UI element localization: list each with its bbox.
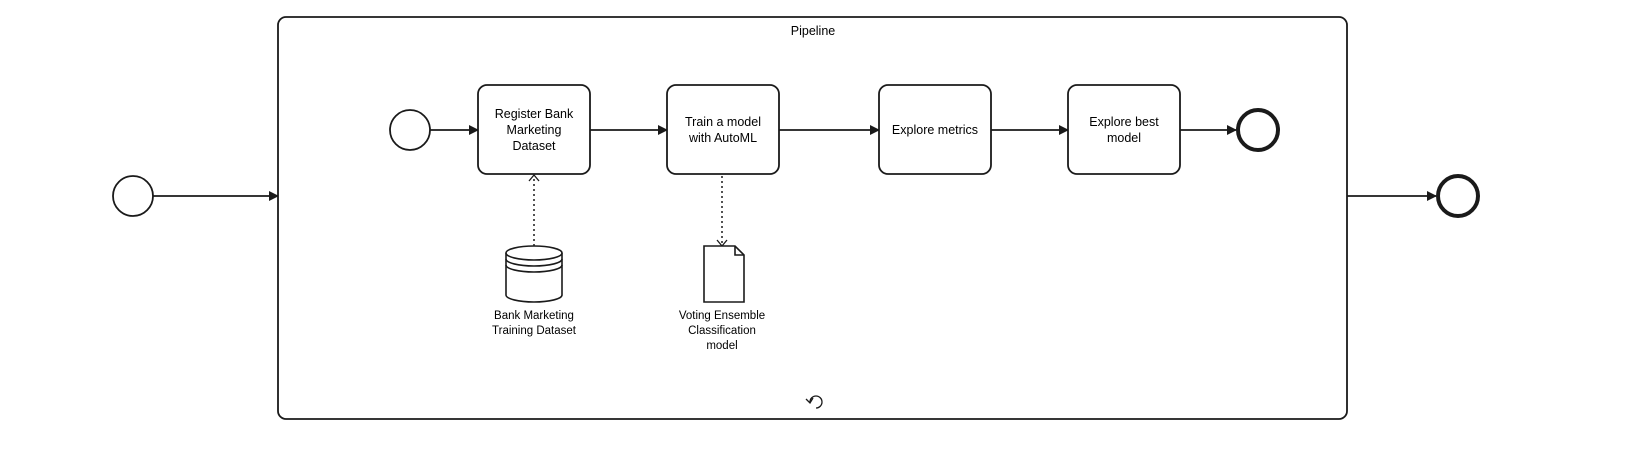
loop-marker-icon: [805, 395, 823, 409]
data-store-label: Bank Marketing Training Dataset: [492, 310, 576, 337]
data-object-label: Voting Ensemble Classification model: [678, 310, 766, 352]
task-train-label: Train a model with AutoML: [685, 114, 761, 145]
outer-start-event[interactable]: [112, 175, 154, 217]
task-metrics-label: Explore metrics: [891, 122, 979, 137]
inner-end-event[interactable]: [1236, 108, 1280, 152]
pipeline-title: Pipeline: [790, 24, 836, 38]
task-best-label: Explore best model: [1089, 114, 1159, 145]
data-object-icon[interactable]: [703, 245, 745, 303]
data-store-icon[interactable]: [505, 245, 563, 303]
outer-end-event[interactable]: [1436, 174, 1480, 218]
pipeline-subprocess[interactable]: [277, 16, 1348, 420]
inner-start-event[interactable]: [389, 109, 431, 151]
task-register-label: Register Bank Marketing Dataset: [494, 106, 574, 153]
